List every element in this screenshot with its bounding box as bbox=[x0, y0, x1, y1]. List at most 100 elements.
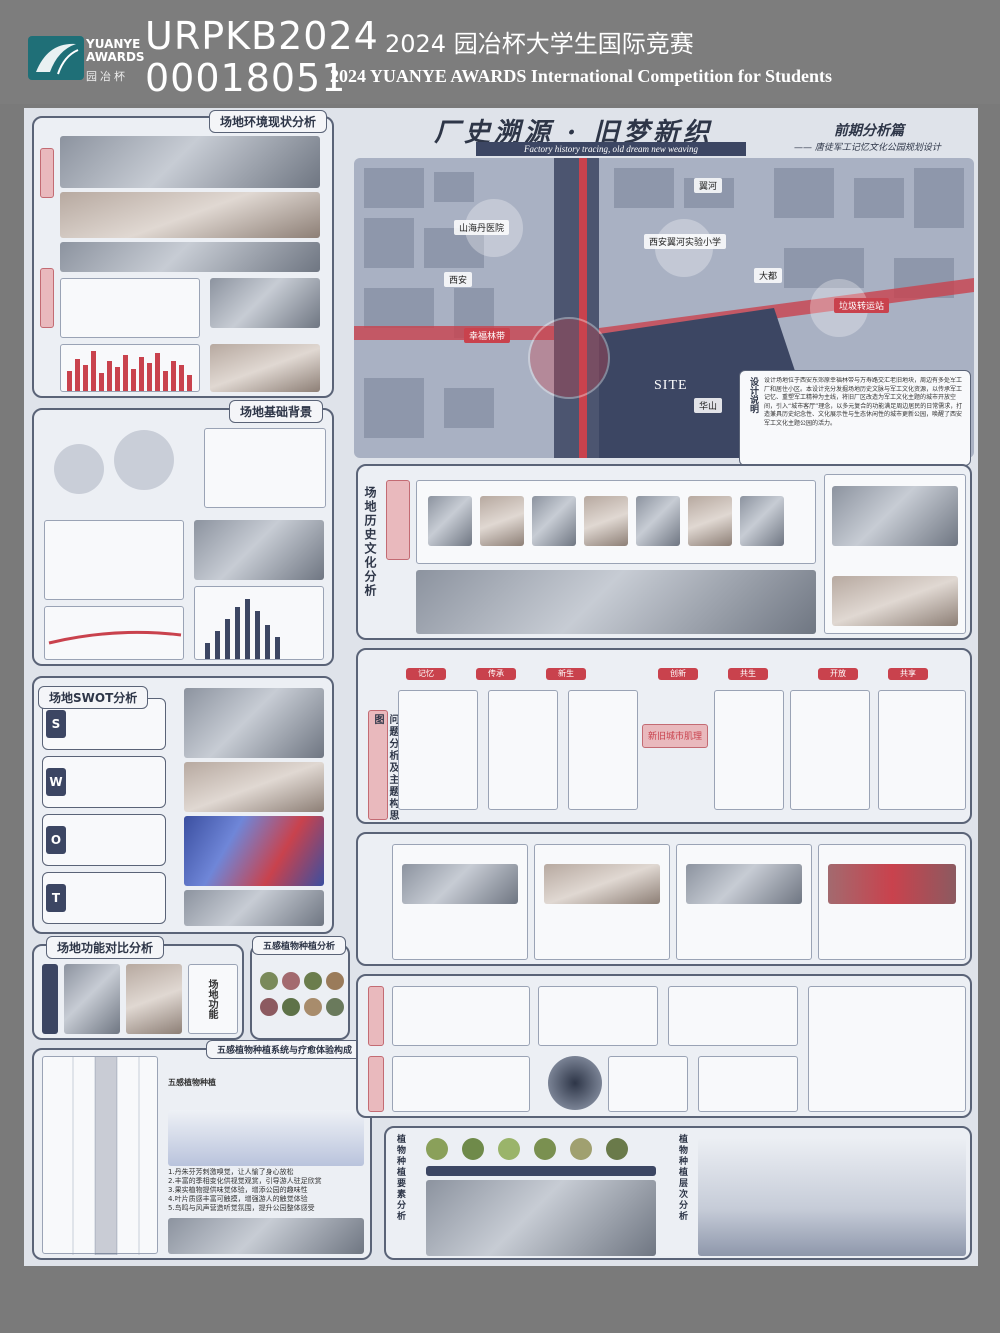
poster-subtitle-en: Factory history tracing, old dream new w… bbox=[476, 142, 746, 156]
section-title-plant-sys: 五感植物种植系统与疗愈体验构成 bbox=[206, 1040, 364, 1059]
theme-col-3 bbox=[568, 690, 638, 810]
map-label-school: 西安翼河实验小学 bbox=[644, 234, 727, 249]
env-bar-chart bbox=[60, 344, 200, 392]
chapter-title: 前期分析篇 bbox=[834, 123, 904, 139]
region-circle-1 bbox=[54, 444, 104, 494]
theme-col-2 bbox=[488, 690, 558, 810]
theme-center-box: 新旧城市肌理 bbox=[642, 724, 708, 748]
senses-line-1: 1.丹朱芬芳刺激嗅觉，让人愉了身心放松 bbox=[168, 1168, 294, 1176]
env-photo-strip-2 bbox=[60, 192, 320, 238]
map-label-xian: 西安 bbox=[444, 272, 473, 287]
climate-chart bbox=[194, 586, 324, 660]
entry-id-line2: 00018051 bbox=[145, 56, 347, 100]
func-photo-old bbox=[64, 964, 120, 1034]
section-title-basic: 场地基础背景 bbox=[229, 400, 324, 423]
senses-line-3: 3.果实植物提供味觉体验，增添公园的趣味性 bbox=[168, 1186, 308, 1194]
senses-line-5: 5.鸟鸣与风声营造听觉氛围，提升公园整体感受 bbox=[168, 1204, 315, 1212]
plant-system-panel: 五感植物种植 1.丹朱芬芳刺激嗅觉，让人愉了身心放松 2.丰富的季相变化供视觉观… bbox=[32, 1048, 372, 1260]
policy-box bbox=[204, 428, 326, 508]
plant-layer-panel: 植物种植要素分析 植物种植层次分析 bbox=[384, 1126, 972, 1260]
env-photo-4 bbox=[210, 344, 320, 392]
env-photo-strip-1 bbox=[60, 136, 320, 188]
logo-cn: 园冶杯 bbox=[86, 70, 128, 83]
theme-tag-3: 新生 bbox=[546, 668, 586, 680]
theme-tag-5: 共生 bbox=[728, 668, 768, 680]
section-title-plant: 五感植物种植分析 bbox=[252, 936, 347, 955]
plant-photo-strip bbox=[168, 1218, 364, 1254]
map-label-hospital: 山海丹医院 bbox=[454, 220, 510, 235]
logo-line2: AWARDS bbox=[86, 50, 145, 64]
site-location-map: 山海丹医院 西安翼河实验小学 幸福林带 大都 垃圾转运站 西安 华山 翼河 SI… bbox=[354, 158, 974, 458]
map-label-linear-park: 幸福林带 bbox=[464, 328, 511, 343]
traffic-box bbox=[44, 606, 184, 660]
function-panel: 场地功能 bbox=[32, 944, 244, 1040]
design-description-box: 设计说明 设计场地位于西安东郊原幸福林带与万寿路交汇老旧地块，周边有多处军工厂和… bbox=[739, 370, 971, 466]
theme-side-tag bbox=[368, 710, 388, 820]
competition-title-cn: 2024 园冶杯大学生国际竞赛 bbox=[385, 30, 694, 58]
senses-lines: 1.丹朱芬芳刺激嗅觉，让人愉了身心放松 2.丰富的季相变化供视觉观赏，引导游人驻… bbox=[168, 1168, 368, 1213]
env-diagram-box bbox=[60, 278, 200, 338]
section-title-theme: 问题分析及主题构思图 bbox=[372, 714, 398, 822]
yuanye-logo-icon bbox=[36, 43, 79, 75]
section-title-plant-layer: 植物种植层次分析 bbox=[677, 1134, 687, 1222]
theme-col-4 bbox=[714, 690, 784, 810]
senses-line-4: 4.叶片质感丰富可触摸，增强游人的触觉体验 bbox=[168, 1195, 308, 1203]
senses-title: 五感植物种植 bbox=[168, 1078, 216, 1087]
section-title-swot: 场地SWOT分析 bbox=[38, 686, 149, 709]
design-note-body: 设计场地位于西安东郊原幸福林带与万寿路交汇老旧地块，周边有多处军工厂和居住小区。… bbox=[764, 377, 963, 427]
chapter-subtitle: —— 唐徒军工记忆文化公园规划设计 bbox=[794, 143, 941, 153]
plant-space-panel bbox=[356, 974, 972, 1118]
theme-tag-6: 开放 bbox=[818, 668, 858, 680]
theme-tag-1: 记忆 bbox=[406, 668, 446, 680]
history-side-tag bbox=[386, 480, 410, 560]
swot-aerial-1 bbox=[184, 688, 324, 758]
theme-col-6 bbox=[878, 690, 966, 810]
map-label-transfer-station: 垃圾转运站 bbox=[834, 298, 890, 313]
header-banner: YUANYE AWARDS 园冶杯 URPKB2024 00018051 202… bbox=[0, 0, 1000, 104]
section-title-history: 场地历史文化分析 bbox=[363, 486, 377, 598]
swot-photos bbox=[184, 762, 324, 812]
theme-col-5 bbox=[790, 690, 870, 810]
history-panel: 场地历史文化分析 bbox=[356, 464, 972, 640]
env-analysis-panel bbox=[32, 116, 334, 398]
theme-tag-4: 创新 bbox=[658, 668, 698, 680]
region-circle-2 bbox=[114, 430, 174, 490]
poster-board: 厂史溯源 · 旧梦新织 Factory history tracing, old… bbox=[24, 108, 978, 1266]
map-site-label: SITE bbox=[654, 378, 688, 393]
swot-letter-s: S bbox=[46, 710, 66, 738]
regional-map-box bbox=[194, 520, 324, 580]
section-title-env: 场地环境现状分析 bbox=[209, 110, 328, 133]
map-label-yihe: 翼河 bbox=[694, 178, 723, 193]
design-note-heading: 设计说明 bbox=[748, 377, 758, 413]
theme-tag-7: 共享 bbox=[888, 668, 928, 680]
func-photo-new bbox=[126, 964, 182, 1034]
yuanye-logo bbox=[28, 36, 84, 80]
func-label: 场地功能 bbox=[206, 979, 217, 1019]
five-senses-plant-panel bbox=[250, 944, 350, 1040]
theme-col-1 bbox=[398, 690, 478, 810]
basic-background-panel bbox=[32, 408, 334, 666]
logo-line1: YUANYE bbox=[86, 37, 141, 51]
map-label-dadu: 大都 bbox=[754, 268, 783, 283]
swot-heatmap bbox=[184, 816, 324, 886]
competition-title-en: 2024 YUANYE AWARDS International Competi… bbox=[330, 66, 833, 86]
logo-text: YUANYE AWARDS bbox=[86, 38, 145, 64]
bottom-margin bbox=[0, 1268, 1000, 1333]
plant-illustration bbox=[168, 1110, 364, 1166]
history-timeline-box bbox=[44, 520, 184, 600]
section-title-func: 场地功能对比分析 bbox=[46, 936, 165, 959]
concept-model-panel bbox=[356, 832, 972, 966]
swot-letter-o: O bbox=[46, 826, 66, 854]
env-side-tag-2 bbox=[40, 268, 54, 328]
swot-aerial-2 bbox=[184, 890, 324, 926]
swot-letter-t: T bbox=[46, 884, 66, 912]
swot-letter-w: W bbox=[46, 768, 66, 796]
func-side-tag bbox=[42, 964, 58, 1034]
section-title-plant-space: 植物种植要素分析 bbox=[395, 1134, 405, 1222]
env-section-diagram bbox=[210, 278, 320, 328]
map-label-huashan: 华山 bbox=[694, 398, 723, 413]
theme-concept-panel: 问题分析及主题构思图 记忆 传承 新生 创新 共生 开放 共享 新旧城市肌理 bbox=[356, 648, 972, 824]
env-photo-strip-3 bbox=[60, 242, 320, 272]
history-photo-strip bbox=[416, 570, 816, 634]
senses-line-2: 2.丰富的季相变化供视觉观赏，引导游人驻足欣赏 bbox=[168, 1177, 322, 1185]
